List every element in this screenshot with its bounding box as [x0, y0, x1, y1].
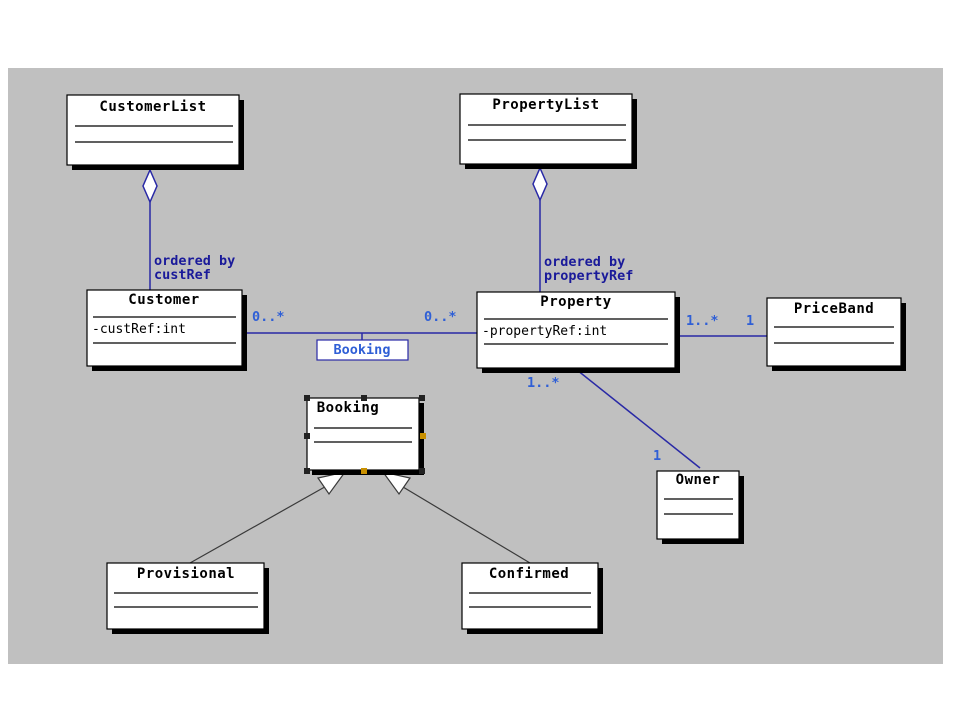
class-attribute: -custRef:int: [92, 322, 186, 337]
owner-multiplicity: 1: [653, 448, 661, 464]
class-name: Property: [540, 294, 612, 310]
property-aggregation-label-1: ordered by: [544, 254, 625, 270]
priceband-multiplicity: 1: [746, 313, 754, 329]
resize-handle[interactable]: [361, 468, 367, 474]
property-aggregation-label-2: propertyRef: [544, 268, 633, 284]
customer-aggregation-label-2: custRef: [154, 267, 211, 283]
class-box: [766, 297, 902, 367]
customer-aggregation-diamond: [142, 168, 158, 204]
class-box: [86, 289, 243, 367]
class-name: Booking: [317, 400, 380, 416]
association-class-box: [316, 339, 409, 361]
relation-labels: ordered by custRef ordered by propertyRe…: [154, 253, 754, 464]
class-box: [461, 562, 599, 630]
resize-handle[interactable]: [304, 468, 310, 474]
association-class-booking[interactable]: Booking: [316, 339, 409, 361]
selection-handles[interactable]: [304, 395, 426, 474]
resize-handle[interactable]: [304, 433, 310, 439]
confirmed-generalization-line: [397, 483, 531, 564]
class-confirmed[interactable]: Confirmed: [461, 562, 603, 634]
class-owner[interactable]: Owner: [656, 470, 744, 544]
resize-handle[interactable]: [419, 468, 425, 474]
class-customerlist[interactable]: CustomerList: [66, 94, 244, 170]
class-box: [476, 291, 676, 369]
class-name: PropertyList: [492, 97, 599, 113]
class-provisional[interactable]: Provisional: [106, 562, 269, 634]
class-name: Customer: [128, 292, 199, 308]
property-owner-multiplicity: 1..*: [527, 375, 560, 391]
property-aggregation-diamond: [532, 166, 548, 202]
class-name: PriceBand: [794, 301, 874, 317]
class-priceband[interactable]: PriceBand: [766, 297, 906, 371]
connectors: [142, 166, 767, 469]
customer-aggregation-label-1: ordered by: [154, 253, 235, 269]
class-name: Provisional: [137, 566, 235, 582]
resize-handle[interactable]: [304, 395, 310, 401]
property-owner-line: [576, 369, 701, 469]
class-booking[interactable]: Booking: [304, 395, 426, 475]
class-attribute: -propertyRef:int: [482, 324, 607, 339]
association-class-name: Booking: [334, 342, 391, 358]
customer-multiplicity: 0..*: [252, 309, 285, 325]
provisional-generalization-line: [189, 483, 331, 564]
class-propertylist[interactable]: PropertyList: [459, 93, 637, 169]
class-box: [306, 397, 420, 471]
class-box: [66, 94, 240, 166]
property-booking-multiplicity: 0..*: [424, 309, 457, 325]
class-box: [656, 470, 740, 540]
class-name: Owner: [676, 472, 721, 488]
class-name: Confirmed: [489, 566, 569, 582]
resize-handle[interactable]: [420, 433, 426, 439]
resize-handle[interactable]: [419, 395, 425, 401]
property-priceband-multiplicity: 1..*: [686, 313, 719, 329]
class-name: CustomerList: [99, 99, 206, 115]
class-customer[interactable]: Customer -custRef:int: [86, 289, 247, 371]
class-box: [459, 93, 633, 165]
resize-handle[interactable]: [361, 395, 367, 401]
class-property[interactable]: Property -propertyRef:int: [476, 291, 680, 373]
class-box: [106, 562, 265, 630]
